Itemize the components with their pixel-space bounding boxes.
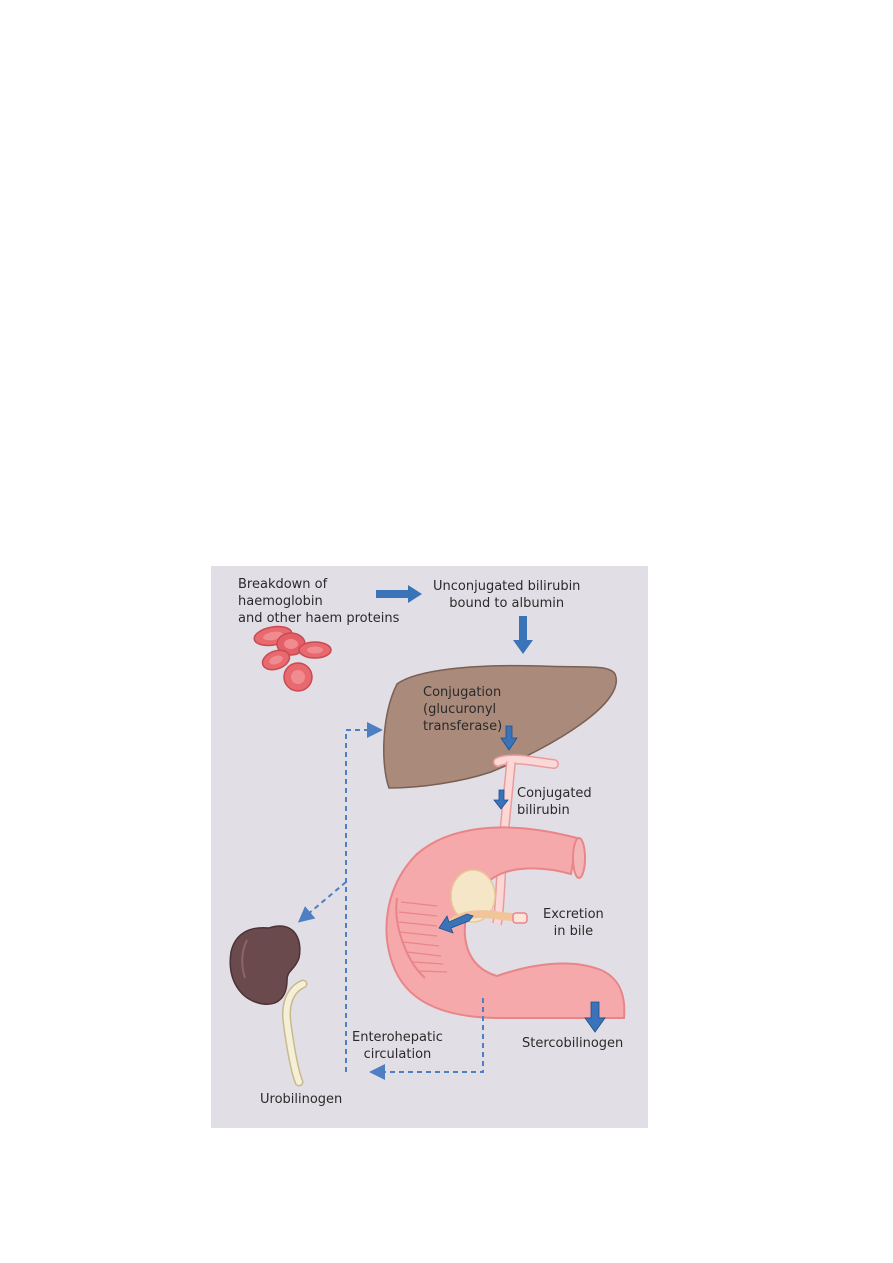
liver-shape (383, 664, 617, 789)
gallbladder (450, 869, 496, 923)
intestine-opening (572, 837, 586, 879)
label-stercobilinogen: Stercobilinogen (522, 1036, 624, 1051)
bilirubin-metabolism-diagram: Breakdown of haemoglobin and other haem … (211, 566, 648, 1128)
arrow-bilirubin-to-liver (513, 616, 533, 654)
flow-arrows (376, 585, 533, 654)
diagram-artwork (229, 585, 626, 1087)
label-enterohepatic-circulation: Enterohepatic circulation (352, 1030, 443, 1062)
label-conjugated-bilirubin: Conjugated bilirubin (517, 786, 592, 818)
enterohepatic-path (297, 722, 484, 1080)
arrow-conjugation-down (500, 725, 518, 751)
arrow-breakdown-to-bilirubin (376, 585, 422, 603)
label-conjugation: Conjugation (glucuronyl transferase) (423, 685, 503, 734)
small-arrows (438, 725, 606, 1033)
label-excretion-in-bile: Excretion in bile (543, 907, 604, 939)
arrow-duct-down (493, 789, 509, 810)
red-blood-cells (253, 625, 332, 692)
label-urobilinogen: Urobilinogen (260, 1092, 343, 1107)
intestine (385, 826, 626, 1019)
label-breakdown: Breakdown of haemoglobin and other haem … (238, 577, 400, 626)
arrow-stercobilinogen (584, 1001, 606, 1033)
label-unconjugated-bilirubin: Unconjugated bilirubin bound to albumin (433, 579, 581, 611)
arrow-bile-excretion (438, 913, 474, 934)
kidney (229, 925, 308, 1087)
